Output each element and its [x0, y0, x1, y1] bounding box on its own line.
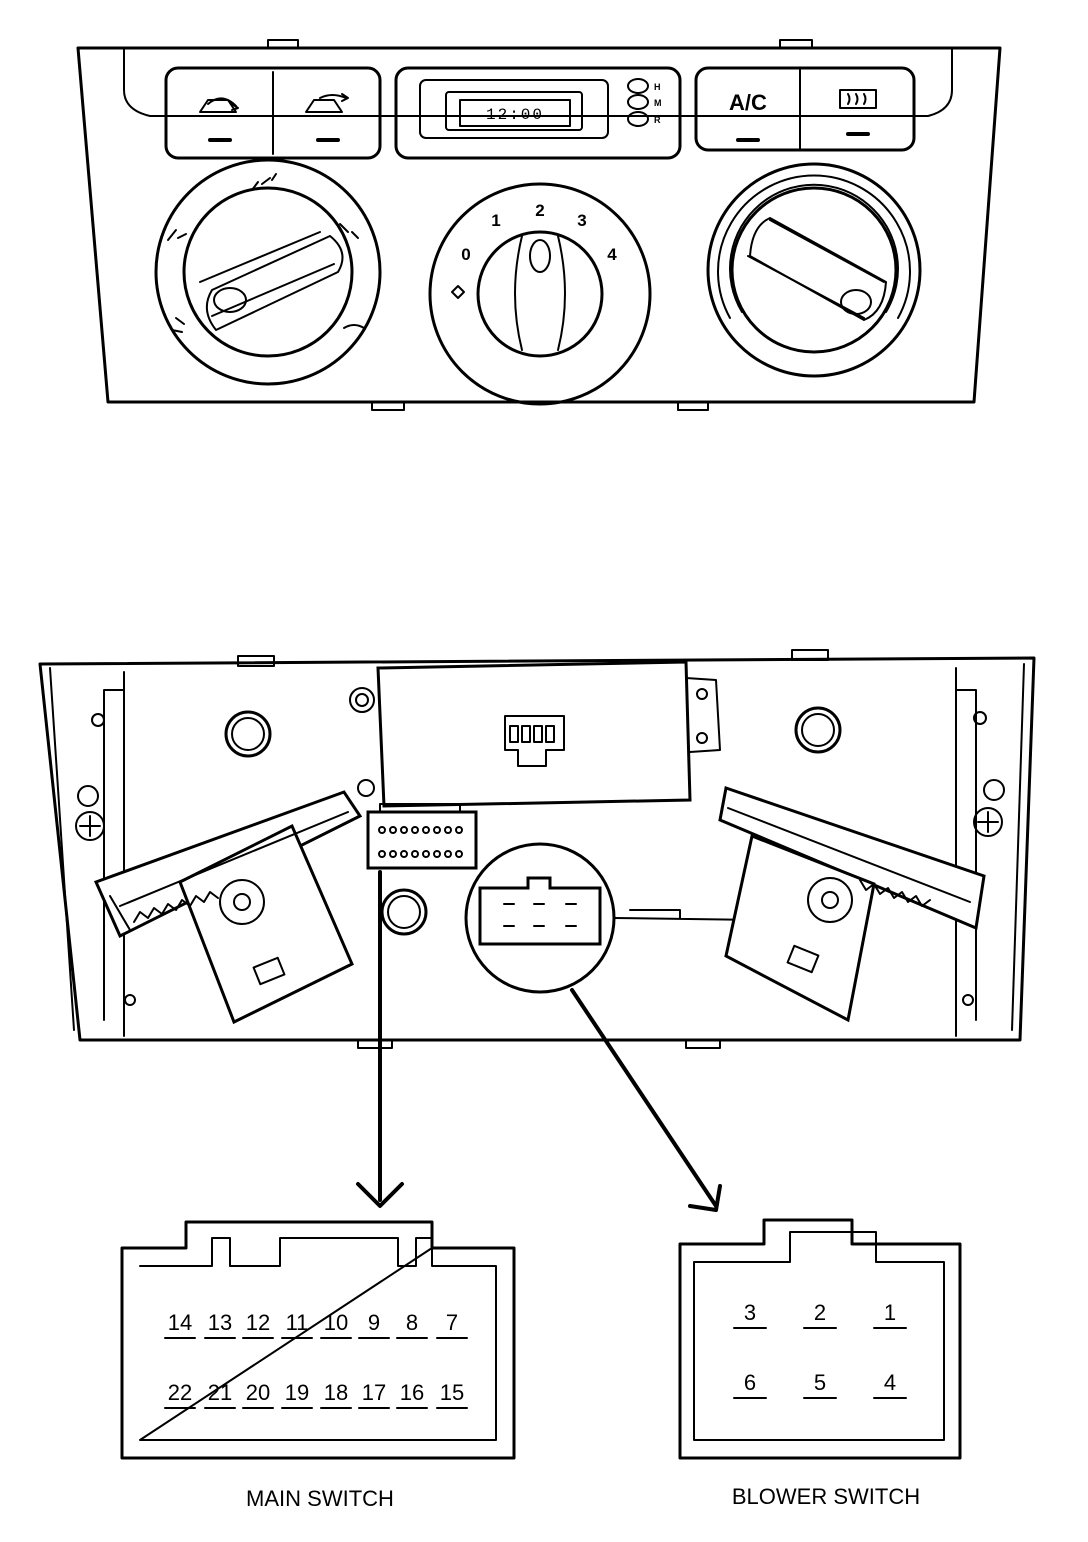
pin-3: 3 [744, 1300, 756, 1325]
temperature-dial[interactable] [706, 162, 922, 378]
recirculation-icon [199, 97, 239, 113]
clock-buttons: H M R [627, 78, 662, 127]
blower-switch-caption: BLOWER SWITCH [732, 1484, 920, 1509]
socket-pin-dot [422, 826, 430, 834]
foot-defrost-icon [339, 223, 359, 239]
front-panel: 12:00 H M R A/C [76, 39, 1002, 411]
bi-level-icon [167, 229, 187, 241]
foot-vent-icon [171, 317, 185, 333]
socket-pin-dot [400, 850, 408, 858]
clock-minute-label: M [654, 98, 662, 108]
blower-level-3: 3 [577, 211, 586, 230]
defrost-icon [343, 324, 365, 329]
control-module-box [349, 660, 721, 808]
blower-level-1: 1 [491, 211, 500, 230]
socket-pin-dot [422, 850, 430, 858]
pin-20: 20 [246, 1380, 270, 1405]
clock-hour-button[interactable] [627, 78, 649, 94]
ac-button[interactable]: A/C [729, 90, 767, 142]
pin-19: 19 [285, 1380, 309, 1405]
pin-10: 10 [324, 1310, 348, 1335]
left-actuator [93, 790, 363, 1025]
pin-1: 1 [884, 1300, 896, 1325]
main-switch-arrow [356, 870, 404, 1208]
blower-switch-connector: 3 2 1 6 5 4 [678, 1218, 962, 1460]
socket-pin-dot [433, 850, 441, 858]
socket-pin-dot [411, 826, 419, 834]
clock-hour-label: H [654, 82, 661, 92]
pin-14: 14 [168, 1310, 192, 1335]
clock-reset-label: R [654, 115, 661, 125]
pin-18: 18 [324, 1380, 348, 1405]
ac-button-label: A/C [729, 90, 767, 115]
blower-switch-pins-bottom: 6 5 4 [733, 1370, 907, 1399]
blower-level-2: 2 [535, 201, 544, 220]
pin-5: 5 [814, 1370, 826, 1395]
socket-pin-dot [378, 850, 386, 858]
pin-22: 22 [168, 1380, 192, 1405]
rear-defrost-icon [839, 89, 877, 109]
socket-pin-dot [389, 826, 397, 834]
fan-icon [451, 285, 465, 299]
pin-12: 12 [246, 1310, 270, 1335]
rear-panel [38, 649, 1036, 1212]
pin-11: 11 [286, 1310, 309, 1335]
air-intake-button-group[interactable] [164, 66, 382, 160]
pin-15: 15 [440, 1380, 464, 1405]
main-switch-connector: 14 13 12 11 10 9 8 7 22 21 20 19 18 17 16 15 [120, 1220, 516, 1460]
pin-21: 21 [208, 1380, 232, 1405]
pin-17: 17 [362, 1380, 386, 1405]
clock-reset-button[interactable] [627, 111, 649, 127]
blower-level-0: 0 [461, 245, 470, 264]
blower-switch-pins-top: 3 2 1 [733, 1300, 907, 1329]
main-switch-pins-top: 14 13 12 11 10 9 8 7 [164, 1310, 468, 1339]
pin-16: 16 [400, 1380, 424, 1405]
blower-switch-connector-socket [464, 842, 616, 994]
pin-8: 8 [406, 1310, 418, 1335]
socket-pin-dot [400, 826, 408, 834]
pin-2: 2 [814, 1300, 826, 1325]
pin-4: 4 [884, 1370, 896, 1395]
main-switch-caption: MAIN SWITCH [246, 1486, 394, 1511]
blower-dial[interactable]: 0 1 2 3 4 [428, 182, 652, 406]
socket-pin-dot [433, 826, 441, 834]
socket-pin-dot [378, 826, 386, 834]
blower-level-4: 4 [607, 245, 617, 264]
socket-pin-dot [455, 826, 463, 834]
clock-module [394, 66, 682, 160]
pin-9: 9 [368, 1310, 380, 1335]
mode-dial[interactable] [154, 158, 382, 386]
fresh-air-icon [305, 93, 349, 113]
pin-7: 7 [446, 1310, 458, 1335]
socket-pin-dot [444, 850, 452, 858]
clock-display: 12:00 [486, 106, 544, 124]
face-vent-icon [251, 173, 277, 191]
pin-13: 13 [208, 1310, 232, 1335]
socket-pin-dot [455, 850, 463, 858]
blower-switch-arrow [570, 988, 722, 1212]
clock-minute-button[interactable] [627, 94, 649, 110]
rear-defrost-button[interactable] [839, 89, 877, 136]
main-switch-connector-socket [366, 803, 478, 870]
pin-6: 6 [744, 1370, 756, 1395]
right-actuator [718, 786, 986, 1023]
socket-pin-dot [411, 850, 419, 858]
socket-pin-dot [389, 850, 397, 858]
main-switch-pins-bottom: 22 21 20 19 18 17 16 15 [164, 1380, 468, 1409]
ac-defrost-button-group [694, 66, 916, 152]
socket-pin-dot [444, 826, 452, 834]
